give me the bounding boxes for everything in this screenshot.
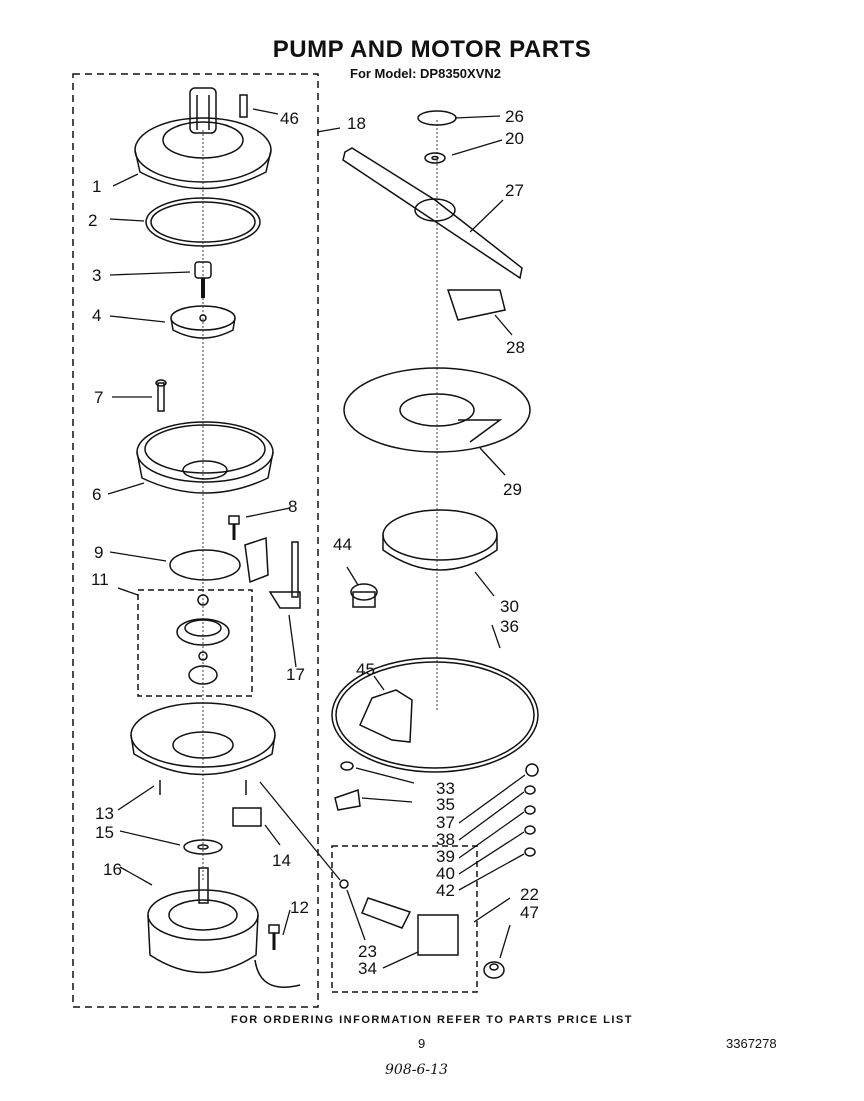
callout-47: 47 bbox=[520, 903, 539, 922]
callout-8: 8 bbox=[288, 497, 297, 516]
part-26-cap bbox=[417, 110, 457, 126]
callout-23: 23 bbox=[358, 942, 377, 961]
ordering-footer: FOR ORDERING INFORMATION REFER TO PARTS … bbox=[231, 1014, 633, 1026]
callout-37: 37 bbox=[436, 813, 455, 832]
part-9-plate bbox=[169, 536, 269, 584]
part-14-block bbox=[232, 807, 262, 827]
callout-46: 46 bbox=[280, 109, 299, 128]
callout-3: 3 bbox=[92, 266, 101, 285]
callout-6: 6 bbox=[92, 485, 101, 504]
callout-27: 27 bbox=[505, 181, 524, 200]
callout-18: 18 bbox=[347, 114, 366, 133]
part-46-cover bbox=[134, 87, 272, 190]
callout-28: 28 bbox=[506, 338, 525, 357]
callout-12: 12 bbox=[290, 898, 309, 917]
callout-30: 30 bbox=[500, 597, 519, 616]
callout-13: 13 bbox=[95, 804, 114, 823]
page-title: PUMP AND MOTOR PARTS bbox=[272, 36, 592, 63]
callout-44: 44 bbox=[333, 535, 352, 554]
part-23-seal bbox=[339, 879, 349, 889]
callout-2: 2 bbox=[88, 211, 97, 230]
document-number: 3367278 bbox=[726, 1036, 777, 1051]
callout-26: 26 bbox=[505, 107, 524, 126]
callout-14: 14 bbox=[272, 851, 291, 870]
callout-11: 11 bbox=[91, 570, 109, 589]
part-7-pin bbox=[155, 379, 167, 412]
callout-4: 4 bbox=[92, 306, 101, 325]
callout-20: 20 bbox=[505, 129, 524, 148]
page-number: 9 bbox=[418, 1036, 426, 1051]
callout-7: 7 bbox=[94, 388, 103, 407]
callout-42: 42 bbox=[436, 881, 455, 900]
part-2-gasket bbox=[145, 197, 261, 247]
callout-9: 9 bbox=[94, 543, 103, 562]
callout-33: 33 bbox=[436, 779, 455, 798]
part-13-pump-base bbox=[130, 702, 276, 795]
part-33-washer bbox=[340, 761, 354, 771]
callout-36: 36 bbox=[500, 617, 519, 636]
callout-34: 34 bbox=[358, 959, 377, 978]
part-17-bracket bbox=[268, 541, 301, 609]
part-6-housing bbox=[136, 421, 274, 494]
callout-22: 22 bbox=[520, 885, 539, 904]
callout-45: 45 bbox=[356, 660, 375, 679]
part-45-bracket bbox=[359, 689, 413, 743]
part-11-impeller bbox=[176, 594, 230, 685]
part-36-heater bbox=[331, 657, 539, 773]
part-47-nut bbox=[483, 961, 505, 979]
callout-35: 35 bbox=[436, 795, 455, 814]
group-22-box bbox=[331, 845, 478, 993]
handwritten-note: 908-6-13 bbox=[385, 1062, 448, 1078]
group-11-box bbox=[137, 589, 253, 697]
callout-38: 38 bbox=[436, 830, 455, 849]
callout-29: 29 bbox=[503, 480, 522, 499]
callout-16: 16 bbox=[103, 860, 122, 879]
model-subtitle: For Model: DP8350XVN2 bbox=[350, 66, 501, 81]
left-assembly-box bbox=[72, 73, 319, 1008]
part-29-filter bbox=[343, 367, 531, 453]
part-20-nut bbox=[424, 152, 446, 164]
part-16-motor bbox=[147, 867, 301, 988]
part-22-solenoid bbox=[361, 897, 459, 956]
part-12-screw bbox=[268, 924, 280, 950]
callout-40: 40 bbox=[436, 864, 455, 883]
part-37-42-hardware bbox=[524, 763, 539, 857]
part-30-ring bbox=[382, 509, 498, 571]
callout-15: 15 bbox=[95, 823, 114, 842]
part-28-clip bbox=[446, 289, 506, 321]
part-27-spray-arm bbox=[342, 147, 523, 280]
callout-17: 17 bbox=[286, 665, 305, 684]
callout-39: 39 bbox=[436, 847, 455, 866]
part-15-washer bbox=[183, 839, 223, 855]
part-44-thermostat bbox=[350, 583, 378, 608]
part-8-screw bbox=[228, 515, 240, 540]
part-3-stud bbox=[194, 261, 212, 298]
part-35-clip bbox=[334, 788, 361, 811]
callout-1: 1 bbox=[92, 177, 101, 196]
part-4-cap bbox=[170, 305, 236, 339]
